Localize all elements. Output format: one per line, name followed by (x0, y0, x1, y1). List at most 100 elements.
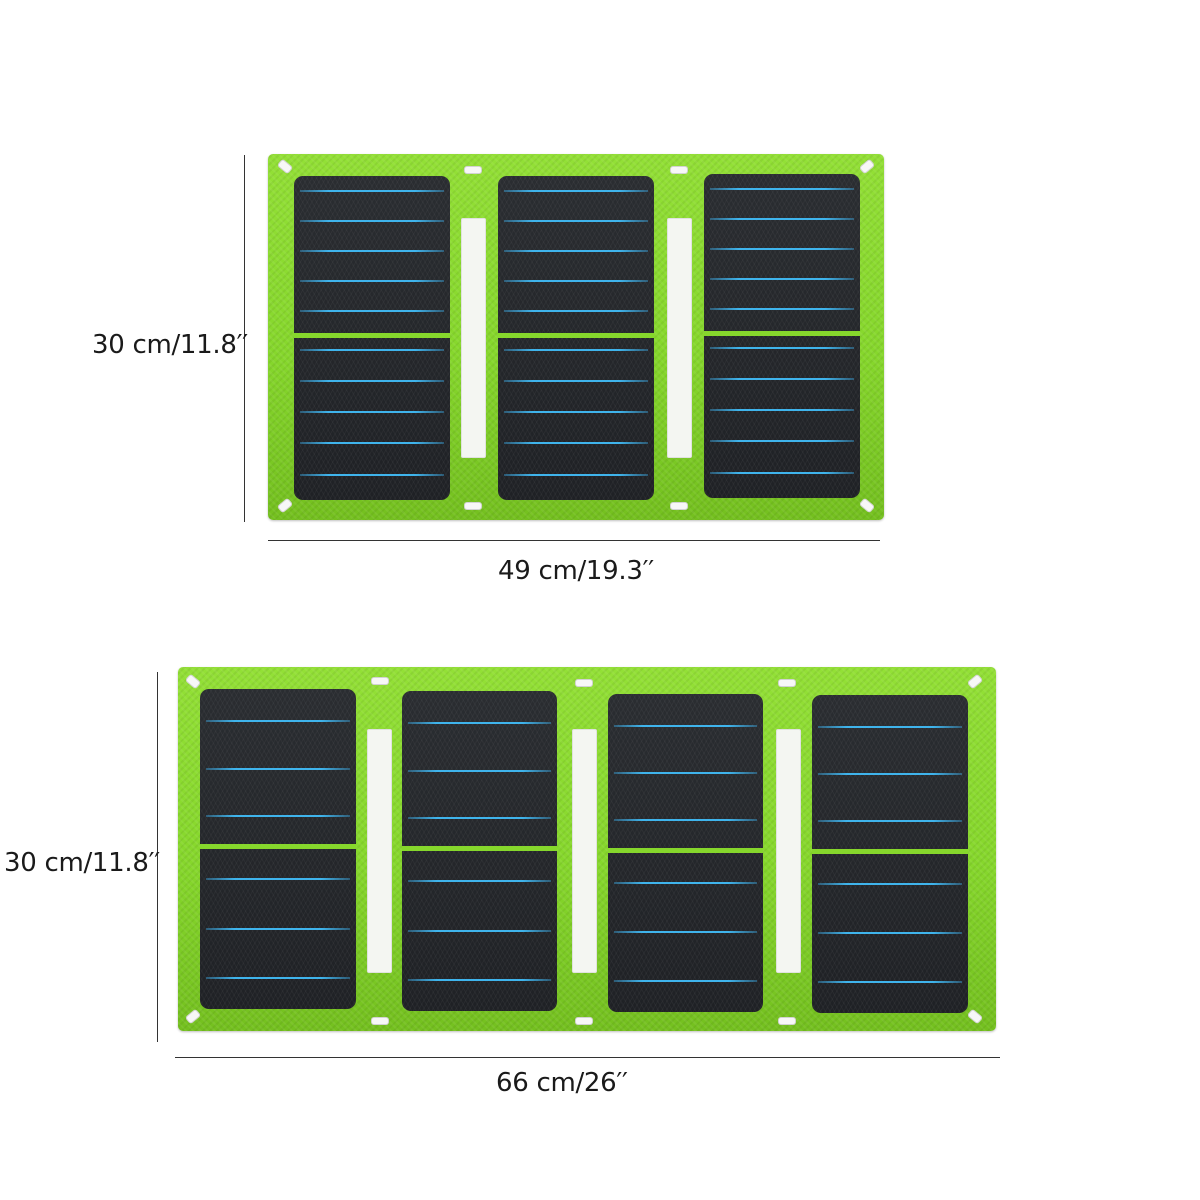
mounting-hole-icon (858, 158, 876, 175)
busbar-line (206, 977, 350, 979)
busbar-line (408, 880, 551, 882)
solar-cell (704, 174, 860, 498)
dim-line-height-top (244, 155, 245, 522)
solar-cell (498, 176, 654, 500)
mounting-hole-icon (276, 158, 294, 175)
cell-divider (812, 849, 968, 854)
busbar-line (504, 310, 648, 312)
busbar-line (710, 409, 854, 411)
mounting-hole-icon (464, 166, 482, 174)
dim-line-height-bottom (157, 672, 158, 1042)
fold-slot (776, 729, 801, 973)
mounting-hole-icon (184, 1008, 202, 1025)
solar-cell (402, 691, 557, 1011)
mounting-hole-icon (371, 1017, 389, 1025)
busbar-line (818, 932, 962, 934)
fold-slot (461, 218, 486, 458)
busbar-line (206, 815, 350, 817)
busbar-line (710, 278, 854, 280)
busbar-line (206, 928, 350, 930)
busbar-line (408, 930, 551, 932)
mounting-hole-icon (966, 1008, 984, 1025)
cell-divider (200, 844, 356, 849)
mounting-hole-icon (670, 166, 688, 174)
fold-slot (367, 729, 392, 973)
mounting-hole-icon (966, 673, 984, 690)
busbar-line (710, 248, 854, 250)
busbar-line (710, 440, 854, 442)
busbar-line (408, 770, 551, 772)
busbar-line (818, 981, 962, 983)
busbar-line (300, 250, 444, 252)
busbar-line (614, 772, 757, 774)
mounting-hole-icon (670, 502, 688, 510)
busbar-line (504, 411, 648, 413)
mounting-hole-icon (276, 497, 294, 514)
busbar-line (504, 380, 648, 382)
solar-panel-three-fold (268, 154, 884, 520)
busbar-line (300, 280, 444, 282)
busbar-line (710, 188, 854, 190)
busbar-line (818, 726, 962, 728)
busbar-line (408, 722, 551, 724)
cell-divider (498, 333, 654, 338)
busbar-line (300, 380, 444, 382)
cell-divider (608, 848, 763, 853)
solar-panel-four-fold (178, 667, 996, 1031)
mounting-hole-icon (778, 679, 796, 687)
busbar-line (614, 819, 757, 821)
busbar-line (504, 474, 648, 476)
width-label-bottom: 66 cm/26′′ (496, 1068, 628, 1098)
solar-cell (294, 176, 450, 500)
busbar-line (818, 883, 962, 885)
busbar-line (300, 474, 444, 476)
cell-divider (402, 846, 557, 851)
cell-divider (704, 331, 860, 336)
fold-slot (667, 218, 692, 458)
busbar-line (710, 472, 854, 474)
busbar-line (614, 980, 757, 982)
busbar-line (710, 347, 854, 349)
mounting-hole-icon (575, 1017, 593, 1025)
mounting-hole-icon (464, 502, 482, 510)
busbar-line (504, 190, 648, 192)
mounting-hole-icon (778, 1017, 796, 1025)
busbar-line (504, 220, 648, 222)
busbar-line (300, 411, 444, 413)
solar-cell (200, 689, 356, 1009)
height-label-top: 30 cm/11.8′′ (92, 330, 248, 360)
busbar-line (818, 820, 962, 822)
dim-line-width-bottom (175, 1057, 1000, 1058)
solar-cell (812, 695, 968, 1013)
height-label-bottom: 30 cm/11.8′′ (4, 848, 160, 878)
width-label-top: 49 cm/19.3′′ (498, 556, 654, 586)
busbar-line (408, 817, 551, 819)
busbar-line (206, 768, 350, 770)
mounting-hole-icon (371, 677, 389, 685)
busbar-line (504, 349, 648, 351)
mounting-hole-icon (858, 497, 876, 514)
mounting-hole-icon (575, 679, 593, 687)
busbar-line (710, 378, 854, 380)
solar-cell (608, 694, 763, 1012)
busbar-line (614, 931, 757, 933)
busbar-line (710, 218, 854, 220)
busbar-line (300, 349, 444, 351)
busbar-line (614, 725, 757, 727)
cell-divider (294, 333, 450, 338)
dim-line-width-top (268, 540, 880, 541)
busbar-line (504, 250, 648, 252)
busbar-line (300, 310, 444, 312)
mounting-hole-icon (184, 673, 202, 690)
busbar-line (300, 442, 444, 444)
busbar-line (206, 720, 350, 722)
busbar-line (710, 308, 854, 310)
fold-slot (572, 729, 597, 973)
busbar-line (300, 220, 444, 222)
busbar-line (504, 280, 648, 282)
busbar-line (206, 878, 350, 880)
busbar-line (300, 190, 444, 192)
busbar-line (408, 979, 551, 981)
busbar-line (818, 773, 962, 775)
busbar-line (504, 442, 648, 444)
